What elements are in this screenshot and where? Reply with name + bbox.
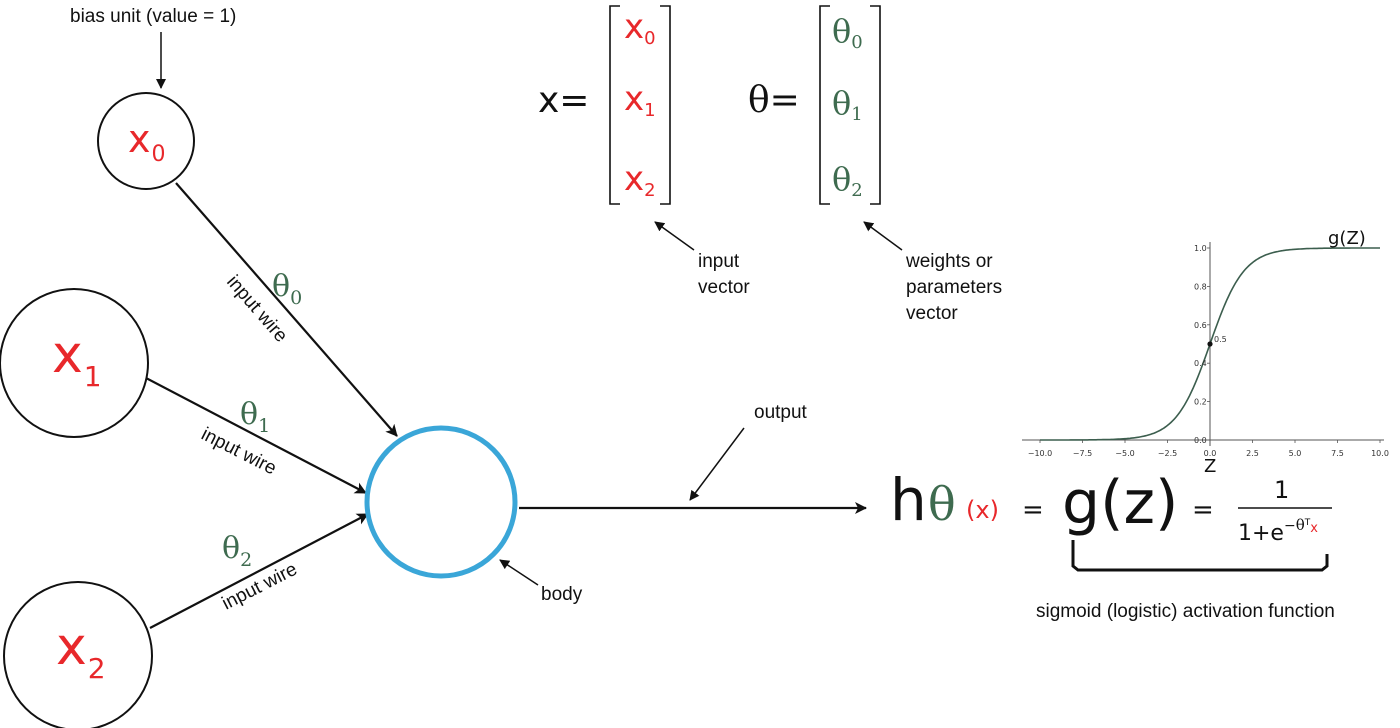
chart-axes: [1022, 242, 1384, 446]
input-vector: x= x0 x1 x2: [538, 5, 671, 205]
input-wire-0: [175, 182, 398, 437]
chart-x-tick-label: −10.0: [1028, 449, 1053, 458]
activation-caption: sigmoid (logistic) activation function: [1036, 601, 1335, 622]
x-vector-item-2: x2: [624, 159, 656, 201]
weights-vector-caption-line2: parameters: [906, 277, 1002, 298]
weight-theta0: θ0: [272, 269, 302, 309]
input-wire-2: [149, 513, 369, 629]
weights-vector-caption-line3: vector: [906, 303, 958, 324]
weight-theta2: θ2: [222, 531, 252, 571]
chart-x-tick-label: 2.5: [1246, 449, 1259, 458]
input-vector-caption-line2: vector: [698, 277, 750, 298]
formula-denominator: 1+e−θTx: [1238, 516, 1318, 546]
x-vector-item-1: x1: [624, 79, 656, 121]
chart-y-tick-label: 0.2: [1194, 398, 1207, 407]
chart-y-ticks: 0.0 0.2 0.4 0.6 0.8 1.0: [1194, 244, 1210, 445]
chart-x-tick-label: 5.0: [1289, 449, 1302, 458]
chart-x-tick-label: 10.0: [1371, 449, 1389, 458]
chart-x-tick-label: −7.5: [1073, 449, 1092, 458]
chart-marked-point: [1207, 341, 1213, 347]
input-vector-arrow: [654, 221, 695, 251]
chart-y-tick-label: 0.0: [1194, 436, 1207, 445]
formula-numerator: 1: [1274, 476, 1289, 504]
theta-vector-item-1: θ1: [832, 84, 863, 125]
hypothesis-formula: h θ (x) = g(z) = 1 1+e−θTx sigmoid (logi…: [890, 466, 1335, 622]
theta-vector-item-2: θ2: [832, 160, 863, 201]
formula-h: h: [890, 466, 927, 534]
x-vector-label: x=: [538, 80, 589, 121]
input-wire-1: [145, 377, 367, 494]
output-label: output: [754, 402, 808, 423]
chart-xlabel: Z: [1204, 456, 1216, 477]
chart-title: g(Z): [1328, 228, 1366, 249]
formula-eq-2: =: [1192, 495, 1214, 525]
weights-vector-caption-line1: weights or: [905, 251, 993, 272]
chart-marked-point-label: 0.5: [1214, 335, 1227, 344]
theta-vector-label: θ=: [748, 80, 800, 121]
x-vector-right-bracket: [660, 5, 671, 205]
neuron-body: [364, 425, 518, 579]
weights-vector: θ= θ0 θ1 θ2: [748, 5, 881, 205]
input-node-x1: x1: [0, 288, 149, 438]
input-node-x0-label: x0: [128, 117, 166, 167]
chart-y-tick-label: 1.0: [1194, 244, 1207, 253]
input-vector-caption-line1: input: [698, 251, 740, 272]
chart-y-tick-label: 0.4: [1194, 359, 1207, 368]
chart-x-tick-label: −2.5: [1158, 449, 1177, 458]
formula-arg: (x): [966, 496, 999, 524]
theta-vector-left-bracket: [819, 5, 830, 205]
input-node-x2-label: x2: [56, 617, 106, 685]
formula-gz: g(z): [1062, 468, 1178, 538]
bias-unit-label: bias unit (value = 1): [70, 6, 236, 27]
chart-y-tick-label: 0.8: [1194, 282, 1207, 291]
input-node-x1-label: x1: [52, 325, 102, 393]
input-node-x0: x0: [97, 92, 195, 190]
chart-x-tick-label: 7.5: [1331, 449, 1344, 458]
theta-vector-item-0: θ0: [832, 12, 863, 53]
chart-x-tick-label: 0.0: [1204, 449, 1217, 458]
body-label: body: [541, 584, 583, 605]
chart-x-tick-label: −5.0: [1115, 449, 1134, 458]
weight-theta1: θ1: [240, 397, 270, 437]
theta-vector-right-bracket: [870, 5, 881, 205]
output-arrow: [689, 427, 745, 501]
x-vector-item-0: x0: [624, 7, 656, 49]
weights-vector-arrow: [863, 221, 903, 251]
formula-underbrace: [1071, 540, 1329, 572]
chart-x-ticks: −10.0 −7.5 −5.0 −2.5 0.0 2.5 5.0 7.5 10.0: [1028, 440, 1389, 458]
x-vector-left-bracket: [609, 5, 620, 205]
sigmoid-chart: 0.5 −10.0 −7.5 −5.0 −2.5 0.0 2.5 5.0 7.5 10.0 0.…: [1022, 228, 1389, 477]
chart-y-tick-label: 0.6: [1194, 321, 1207, 330]
formula-eq-1: =: [1022, 495, 1044, 525]
body-arrow: [499, 559, 539, 586]
input-node-x2: x2: [3, 581, 153, 728]
formula-theta: θ: [928, 477, 956, 531]
